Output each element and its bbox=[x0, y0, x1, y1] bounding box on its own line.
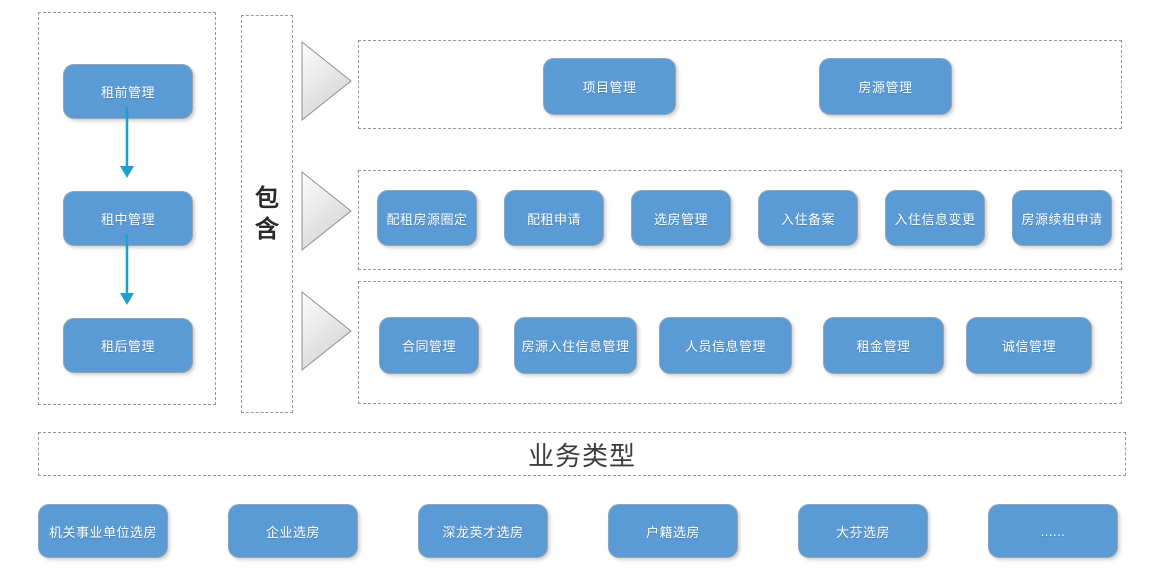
function-box: 入住信息变更 bbox=[885, 190, 985, 246]
function-box: 配租申请 bbox=[504, 190, 604, 246]
right-triangle-icon bbox=[301, 171, 352, 251]
function-group-panel-3: 合同管理 房源入住信息管理 人员信息管理 租金管理 诚信管理 bbox=[358, 281, 1122, 404]
function-group-panel-2: 配租房源圈定 配租申请 选房管理 入住备案 入住信息变更 房源续租申请 bbox=[358, 170, 1122, 270]
lifecycle-panel: 租前管理 租中管理 租后管理 bbox=[38, 12, 216, 405]
business-item-box: 深龙英才选房 bbox=[418, 504, 548, 558]
right-triangle-icon bbox=[301, 291, 352, 371]
function-box: 房源续租申请 bbox=[1012, 190, 1112, 246]
business-item-box: ...... bbox=[988, 504, 1118, 558]
business-item-box: 大芬选房 bbox=[798, 504, 928, 558]
down-arrow-icon bbox=[120, 234, 134, 305]
function-box: 租金管理 bbox=[823, 317, 944, 374]
function-box: 项目管理 bbox=[543, 58, 676, 115]
business-item-box: 户籍选房 bbox=[608, 504, 738, 558]
function-box: 配租房源圈定 bbox=[377, 190, 477, 246]
business-item-box: 企业选房 bbox=[228, 504, 358, 558]
right-triangle-icon bbox=[301, 41, 352, 121]
business-type-title: 业务类型 bbox=[527, 440, 636, 471]
function-group-panel-1: 项目管理 房源管理 bbox=[358, 40, 1122, 129]
down-arrow-icon bbox=[120, 107, 134, 178]
contains-label: 包含 bbox=[242, 16, 292, 412]
function-box: 人员信息管理 bbox=[659, 317, 792, 374]
function-box: 房源管理 bbox=[819, 58, 952, 115]
contains-panel: 包含 bbox=[241, 15, 293, 413]
business-type-panel: 业务类型 bbox=[38, 432, 1126, 476]
function-box: 诚信管理 bbox=[966, 317, 1092, 374]
function-box: 合同管理 bbox=[379, 317, 479, 374]
function-box: 房源入住信息管理 bbox=[514, 317, 637, 374]
function-box: 入住备案 bbox=[758, 190, 858, 246]
contains-label-text: 包含 bbox=[255, 184, 279, 243]
function-box: 选房管理 bbox=[631, 190, 731, 246]
stage-box-post-rent: 租后管理 bbox=[63, 318, 193, 373]
business-item-box: 机关事业单位选房 bbox=[38, 504, 168, 558]
